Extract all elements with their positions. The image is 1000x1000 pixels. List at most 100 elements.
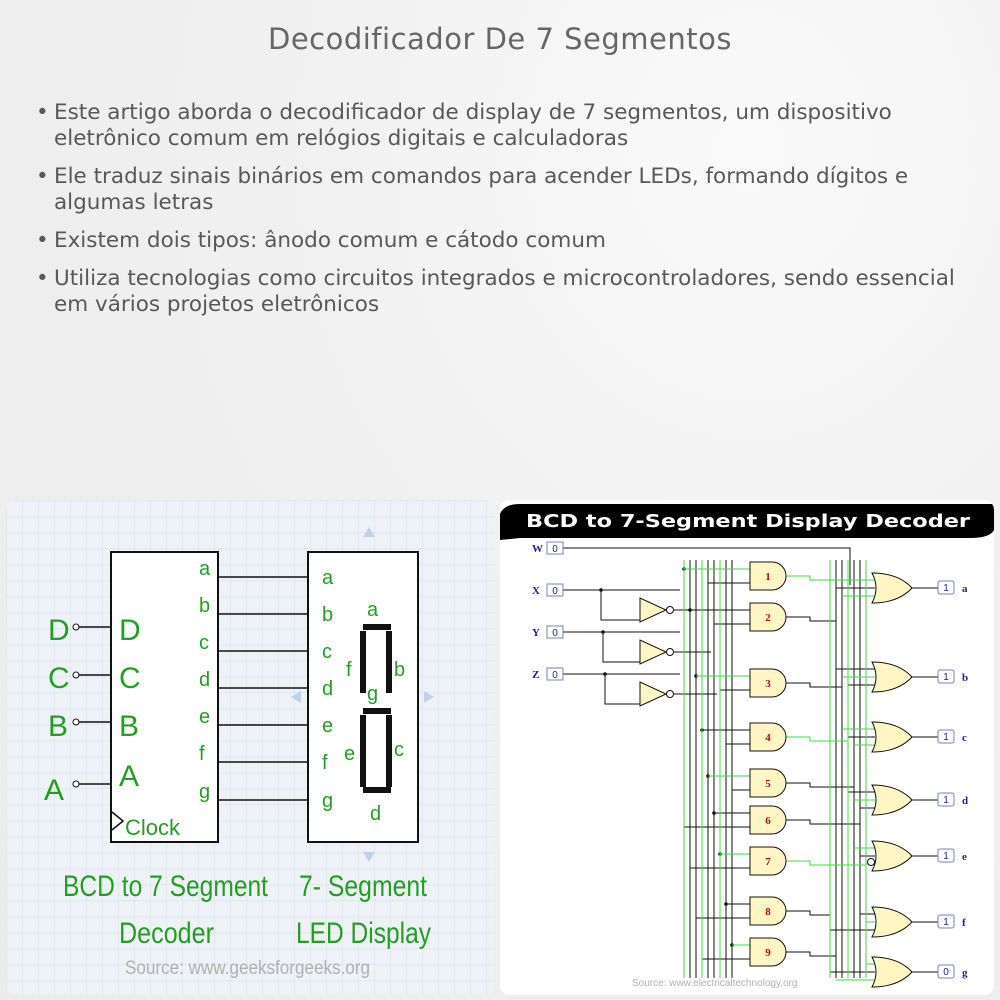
decoder-display-wires xyxy=(218,576,308,801)
circuit-input-box[interactable] xyxy=(546,541,564,555)
not-gate xyxy=(639,639,668,665)
segment-label-c: c xyxy=(394,739,404,761)
seven-segment-digit xyxy=(360,624,392,793)
circuit-input-name: W xyxy=(532,543,543,555)
circuit-output-name: c xyxy=(962,732,967,744)
decoder-output-label: g xyxy=(199,781,210,803)
or-gate xyxy=(871,721,913,753)
segment-f xyxy=(360,631,366,693)
circuit-output-value: 0 xyxy=(943,967,949,978)
display-caption-line1: 7- Segment xyxy=(299,870,428,903)
decoder-output-label: f xyxy=(199,743,205,765)
not-gate-bubble xyxy=(666,648,674,656)
left-source-text: Source: www.geeksforgeeks.org xyxy=(125,958,370,979)
decoder-output-label: e xyxy=(199,706,210,728)
circuit-output-box xyxy=(937,848,955,863)
circuit-output-value: 1 xyxy=(943,795,949,806)
and-gate-number: 7 xyxy=(765,856,771,868)
segment-label-a: a xyxy=(367,599,379,621)
display-input-label: f xyxy=(322,752,328,774)
segment-e xyxy=(360,715,366,787)
and-gate xyxy=(749,768,787,798)
decoder-output-label: a xyxy=(199,558,211,580)
decoder-input-b: B xyxy=(119,710,139,743)
circuit-output-value: 1 xyxy=(943,672,949,683)
decoder-input-a: A xyxy=(119,760,139,793)
display-input-label: g xyxy=(322,790,333,812)
circuit-input-box[interactable] xyxy=(546,667,564,681)
circuit-output-box xyxy=(937,792,955,807)
not-gate xyxy=(639,681,668,707)
display-input-label: a xyxy=(322,567,334,589)
segment-c xyxy=(386,715,392,787)
clock-label: Clock xyxy=(125,815,181,840)
circuit-output-box xyxy=(937,964,955,979)
active-circuit-wires xyxy=(683,560,875,981)
circuit-output-name: b xyxy=(962,672,968,684)
segment-g xyxy=(363,708,391,714)
clock-icon xyxy=(111,811,125,831)
circuit-output-box xyxy=(937,580,955,595)
input-label-c: C xyxy=(48,662,70,695)
circuit-input-name: X xyxy=(532,585,540,597)
segment-b xyxy=(386,631,392,693)
and-gate xyxy=(749,896,787,926)
circuit-output-value: 1 xyxy=(943,583,949,594)
input-label-d: D xyxy=(48,614,70,647)
inverter-bubble xyxy=(867,858,875,866)
and-gate-number: 4 xyxy=(765,732,771,744)
not-gate xyxy=(639,597,668,623)
bullet-item: Utiliza tecnologias como circuitos integ… xyxy=(36,266,956,318)
page-title: Decodificador De 7 Segmentos xyxy=(267,22,732,56)
or-gate xyxy=(871,661,913,693)
and-gate xyxy=(749,846,787,876)
decoder-output-label: d xyxy=(199,669,210,691)
decoder-caption-line2: Decoder xyxy=(119,917,214,950)
decoder-input-c: C xyxy=(119,662,141,695)
input-label-a: A xyxy=(44,774,64,807)
circuit-title: BCD to 7-Segment Display Decoder xyxy=(526,511,970,532)
or-gate xyxy=(871,784,913,816)
and-gate xyxy=(749,602,787,632)
and-gate-number: 1 xyxy=(765,571,771,583)
bullet-item: Este artigo aborda o decodificador de di… xyxy=(36,100,956,152)
or-gate xyxy=(871,572,913,604)
and-gate-number: 6 xyxy=(765,815,771,827)
circuit-input-value: 0 xyxy=(552,544,558,555)
segment-label-b: b xyxy=(394,659,405,681)
circuit-output-name: e xyxy=(962,851,967,863)
decoder-output-label: b xyxy=(199,595,210,617)
display-input-label: c xyxy=(322,641,332,663)
or-gate xyxy=(871,906,913,938)
segment-label-d: d xyxy=(370,803,381,825)
decoder-output-label: c xyxy=(199,632,209,654)
bullet-item: Existem dois tipos: ânodo comum e cátodo… xyxy=(36,228,956,254)
circuit-input-box[interactable] xyxy=(546,583,564,597)
not-gate-bubble xyxy=(666,690,674,698)
and-gate xyxy=(749,561,787,591)
and-gate-number: 2 xyxy=(765,612,771,624)
input-label-b: B xyxy=(48,710,68,743)
not-gate-bubble xyxy=(666,606,674,614)
and-gate xyxy=(749,805,787,835)
and-gate xyxy=(749,668,787,698)
circuit-input-value: 0 xyxy=(552,628,558,639)
input-lines xyxy=(72,623,111,788)
and-gate-number: 3 xyxy=(765,678,771,690)
bullet-list: Este artigo aborda o decodificador de di… xyxy=(36,100,956,330)
display-input-label: d xyxy=(322,678,333,700)
and-gate xyxy=(749,722,787,752)
circuit-title-bar xyxy=(500,504,994,540)
circuit-input-box[interactable] xyxy=(546,625,564,639)
decorative-arrows xyxy=(291,527,434,862)
and-gate xyxy=(749,937,787,967)
circuit-output-box xyxy=(937,914,955,929)
circuit-input-value: 0 xyxy=(552,670,558,681)
circuit-input-name: Y xyxy=(532,627,540,639)
decoder-box xyxy=(110,551,219,843)
circuit-output-name: g xyxy=(962,967,968,979)
